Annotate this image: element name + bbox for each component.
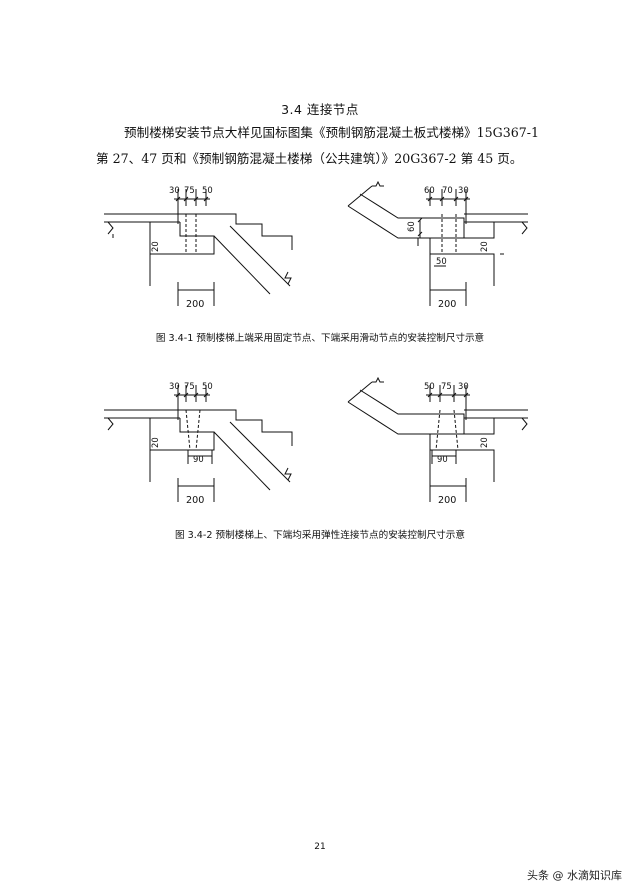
fig1-left-bottom-dim: 200 bbox=[186, 299, 204, 310]
fig1-right-gap-dim: 60 bbox=[406, 221, 416, 232]
fig1-left-side-dim: 20 bbox=[150, 241, 160, 252]
fig1-right-inner-dim: 50 bbox=[436, 256, 447, 266]
paragraph-line-1: 预制楼梯安装节点大样见国标图集《预制钢筋混凝土板式楼梯》15G367-1 bbox=[124, 125, 540, 140]
fig1-right-side-dim: 20 bbox=[479, 241, 489, 252]
fig2-right-dim-1: 50 bbox=[424, 381, 435, 391]
fig2-right-bottom-dim: 200 bbox=[438, 495, 456, 506]
fig2-right-drawing bbox=[347, 376, 528, 502]
fig1-left-dim-1: 30 bbox=[169, 185, 180, 195]
fig1-right-drawing bbox=[347, 180, 528, 306]
paragraph-line-2: 第 27、47 页和《预制钢筋混凝土楼梯（公共建筑）》20G367-2 第 45… bbox=[96, 151, 523, 166]
fig2-right-inner-dim: 90 bbox=[437, 454, 448, 464]
fig2-left-drawing bbox=[104, 385, 293, 502]
fig1-right-dim-3: 30 bbox=[458, 185, 469, 195]
fig2-left-dim-1: 30 bbox=[169, 381, 180, 391]
fig2-right-side-dim: 20 bbox=[479, 437, 489, 448]
fig2-left-side-dim: 20 bbox=[150, 437, 160, 448]
fig2-left-inner-dim: 90 bbox=[193, 454, 204, 464]
section-title: 3.4 连接节点 bbox=[281, 102, 359, 117]
fig2-left-dim-3: 50 bbox=[202, 381, 213, 391]
fig1-left-drawing bbox=[104, 189, 293, 306]
fig2-right-dim-2: 75 bbox=[441, 381, 452, 391]
fig2-right-dim-3: 30 bbox=[458, 381, 469, 391]
fig2-left-bottom-dim: 200 bbox=[186, 495, 204, 506]
fig1-right-bottom-dim: 200 bbox=[438, 299, 456, 310]
fig2-left-dim-2: 75 bbox=[184, 381, 195, 391]
figure-3-4-1: 30 75 50 20 200 60 70 30 60 50 20 200 bbox=[104, 180, 528, 310]
fig1-left-dim-3: 50 bbox=[202, 185, 213, 195]
fig1-right-dim-1: 60 bbox=[424, 185, 435, 195]
watermark: 头条 @ 水滴知识库 bbox=[527, 869, 622, 882]
figure-2-caption: 图 3.4-2 预制楼梯上、下端均采用弹性连接节点的安装控制尺寸示意 bbox=[175, 530, 465, 541]
page-number: 21 bbox=[314, 842, 326, 852]
figure-1-caption: 图 3.4-1 预制楼梯上端采用固定节点、下端采用滑动节点的安装控制尺寸示意 bbox=[155, 333, 485, 344]
fig1-right-dim-2: 70 bbox=[442, 185, 453, 195]
figure-3-4-2: 30 75 50 20 90 200 50 75 30 90 20 200 bbox=[104, 376, 528, 506]
fig1-left-dim-2: 75 bbox=[184, 185, 195, 195]
